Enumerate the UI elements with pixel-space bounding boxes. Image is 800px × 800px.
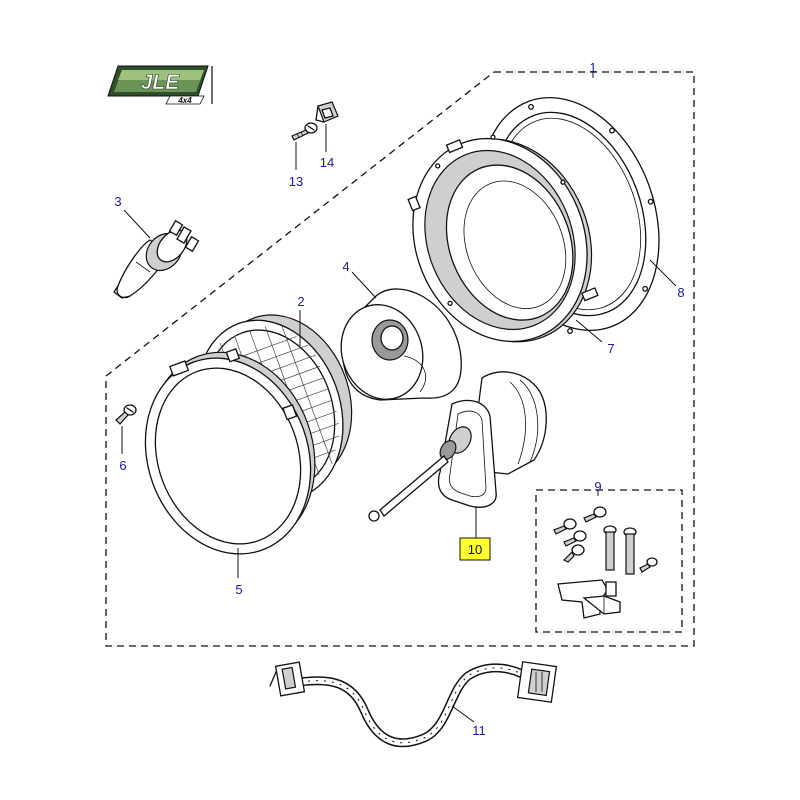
kit-small-screw xyxy=(639,557,658,573)
wiring-harness-item-11 xyxy=(269,661,558,748)
fixings-kit-boundary xyxy=(535,489,683,633)
callout-2: 2 xyxy=(297,294,304,309)
callout-8: 8 xyxy=(677,285,684,300)
bulb-item-3 xyxy=(113,219,200,299)
logo-brand-text: JLE xyxy=(141,71,181,94)
kit-screw-c xyxy=(563,530,587,547)
screw-item-6 xyxy=(115,404,137,425)
clip-nut-item-14 xyxy=(315,101,339,123)
callout-3: 3 xyxy=(114,194,121,209)
callout-4: 4 xyxy=(342,259,349,274)
fixings-kit-item-9 xyxy=(553,506,658,619)
level-adjuster-item-10 xyxy=(368,371,547,522)
kit-screw-a xyxy=(583,506,607,523)
callout-14: 14 xyxy=(320,155,334,170)
assembly-boundary-dashed xyxy=(105,71,695,647)
logo-sub-text: 4x4 xyxy=(177,96,192,105)
callout-13: 13 xyxy=(289,174,303,189)
jle-logo: JLE 4x4 xyxy=(107,65,213,105)
retaining-rim-item-5 xyxy=(144,348,316,555)
callout-5: 5 xyxy=(235,582,242,597)
screw-item-13 xyxy=(291,122,318,141)
callout-1: 1 xyxy=(589,60,596,75)
callout-10: 10 xyxy=(468,542,482,557)
harness-connector-right xyxy=(516,661,558,703)
kit-bolt-long-a xyxy=(603,525,617,571)
callout-11: 11 xyxy=(472,723,486,738)
headlamp-bowl-item-7 xyxy=(407,134,599,343)
kit-bracket xyxy=(557,579,621,619)
callout-6: 6 xyxy=(119,458,126,473)
kit-screw-b xyxy=(553,518,577,535)
callout-9: 9 xyxy=(594,479,601,494)
callout-7: 7 xyxy=(607,341,614,356)
kit-bolt-long-b xyxy=(623,527,637,575)
harness-connector-left xyxy=(269,661,306,697)
kit-screw-d xyxy=(562,544,585,563)
callout-10-highlight xyxy=(459,537,491,561)
shield-cup-item-4 xyxy=(340,288,462,401)
